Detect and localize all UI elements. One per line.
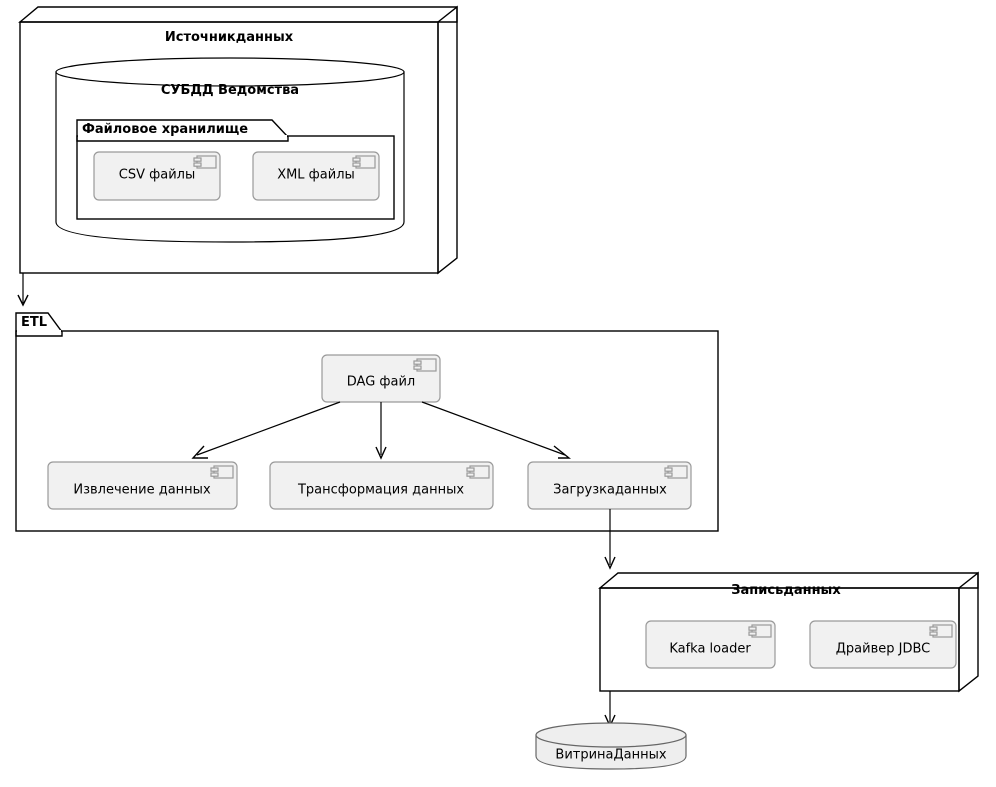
component-extract-data-box	[47, 461, 238, 510]
package-file-storage-title: Файловое хранилище	[82, 122, 248, 137]
component-kafka-loader-box	[645, 620, 776, 669]
edge-write-to-mart	[604, 691, 616, 728]
component-transform-data-label: Трансформация данных	[297, 483, 464, 498]
component-csv-files-label: CSV файлы	[119, 168, 195, 183]
component-load-data-label: Загрузкаданных	[553, 483, 667, 498]
component-kafka-loader-label: Kafka loader	[669, 642, 751, 657]
node-write-data-front-face	[599, 587, 960, 692]
component-xml-files-box	[252, 151, 380, 201]
component-transform-data-box	[269, 461, 494, 510]
component-icon	[466, 465, 490, 479]
package-etl-title: ETL	[21, 315, 47, 330]
node-write-data[interactable]: Записьданных	[598, 571, 979, 693]
package-etl[interactable]: ETL	[15, 312, 719, 532]
component-icon	[352, 155, 376, 169]
component-load-data[interactable]: Загрузкаданных	[527, 461, 692, 510]
component-icon	[413, 358, 437, 372]
component-kafka-loader[interactable]: Kafka loader	[645, 620, 776, 669]
database-data-mart[interactable]: ВитринаДанных	[535, 722, 687, 770]
database-data-mart-top-ellipse	[535, 722, 687, 748]
component-extract-data[interactable]: Извлечение данных	[47, 461, 238, 510]
node-source-title: Источникданных	[165, 30, 294, 45]
component-csv-files[interactable]: CSV файлы	[93, 151, 221, 201]
component-jdbc-driver[interactable]: Драйвер JDBC	[809, 620, 957, 669]
component-transform-data[interactable]: Трансформация данных	[269, 461, 494, 510]
edge-dag-to-transform	[375, 402, 387, 460]
component-xml-files[interactable]: XML файлы	[252, 151, 380, 201]
component-extract-data-label: Извлечение данных	[73, 483, 211, 498]
node-source-right-face	[437, 5, 458, 275]
package-etl-body	[15, 330, 719, 532]
component-jdbc-driver-box	[809, 620, 957, 669]
package-file-storage[interactable]: Файловое хранилище	[76, 119, 395, 220]
node-source-top-face	[18, 6, 458, 23]
component-dag-file-label: DAG файл	[347, 375, 416, 390]
component-icon	[929, 624, 953, 638]
database-data-mart-label: ВитринаДанных	[555, 748, 666, 763]
edge-source-to-etl	[17, 273, 29, 307]
node-source[interactable]: Источникданных	[18, 5, 458, 275]
database-subdd-top-ellipse	[55, 57, 405, 87]
component-icon	[210, 465, 234, 479]
node-source-front-face	[19, 21, 439, 274]
component-icon	[748, 624, 772, 638]
component-csv-files-box	[93, 151, 221, 201]
edge-dag-to-load	[421, 401, 571, 459]
component-jdbc-driver-label: Драйвер JDBC	[836, 642, 930, 657]
node-write-data-right-face	[958, 571, 979, 693]
node-write-data-title: Записьданных	[731, 583, 841, 598]
edge-dag-to-extract	[191, 401, 341, 459]
component-xml-files-label: XML файлы	[277, 168, 355, 183]
component-dag-file[interactable]: DAG файл	[321, 354, 441, 403]
component-icon	[193, 155, 217, 169]
database-subdd-title: СУБДД Ведомства	[161, 83, 299, 98]
edge-load-to-write	[604, 509, 616, 570]
database-subdd[interactable]: СУБДД Ведомства	[55, 57, 405, 243]
component-icon	[664, 465, 688, 479]
